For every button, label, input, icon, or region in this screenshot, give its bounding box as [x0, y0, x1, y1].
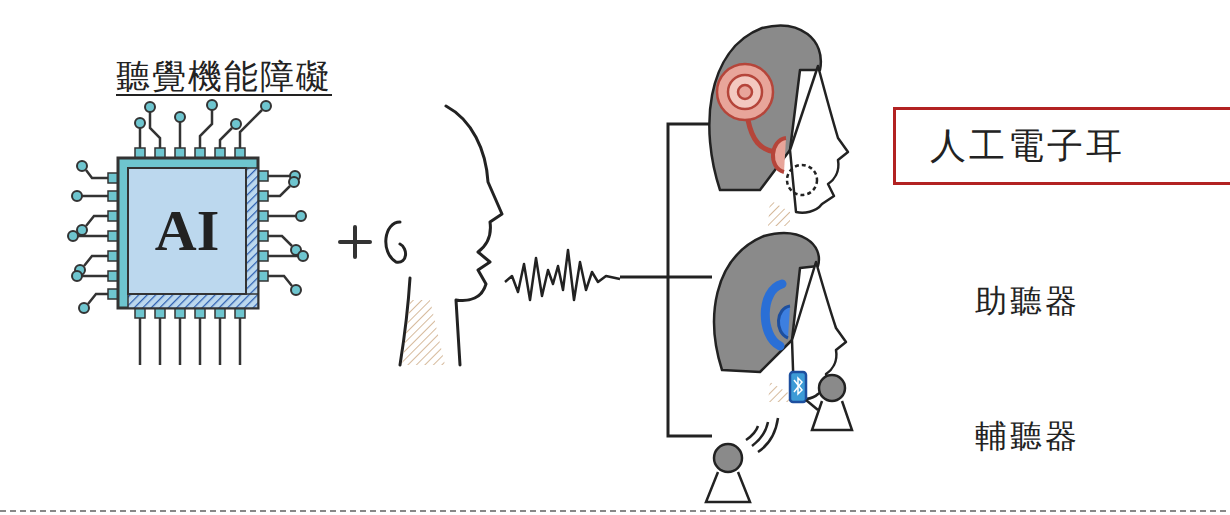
device-label: 輔聽器 — [975, 419, 1080, 454]
chip-pins — [108, 148, 268, 318]
hearing-aid-head — [714, 233, 846, 402]
term-text: 人工電子耳 — [930, 122, 1125, 171]
assistive-listening-scene — [706, 372, 852, 502]
sound-wave — [505, 250, 620, 300]
neck-shade — [402, 300, 445, 365]
speaking-head — [386, 106, 502, 365]
diagram-title: 聽覺機能障礙 — [116, 58, 332, 95]
cochlear-implant-head — [709, 26, 848, 226]
ai-chip — [118, 158, 258, 308]
bracket — [620, 124, 712, 436]
chip-traces — [78, 110, 298, 365]
plus-sign — [340, 227, 370, 257]
dashed-rule — [0, 510, 1230, 512]
device-label: 助聽器 — [975, 284, 1080, 319]
trace-ends — [68, 100, 308, 313]
term-box: 人工電子耳 — [893, 107, 1230, 185]
chip-label: AI — [128, 168, 246, 294]
